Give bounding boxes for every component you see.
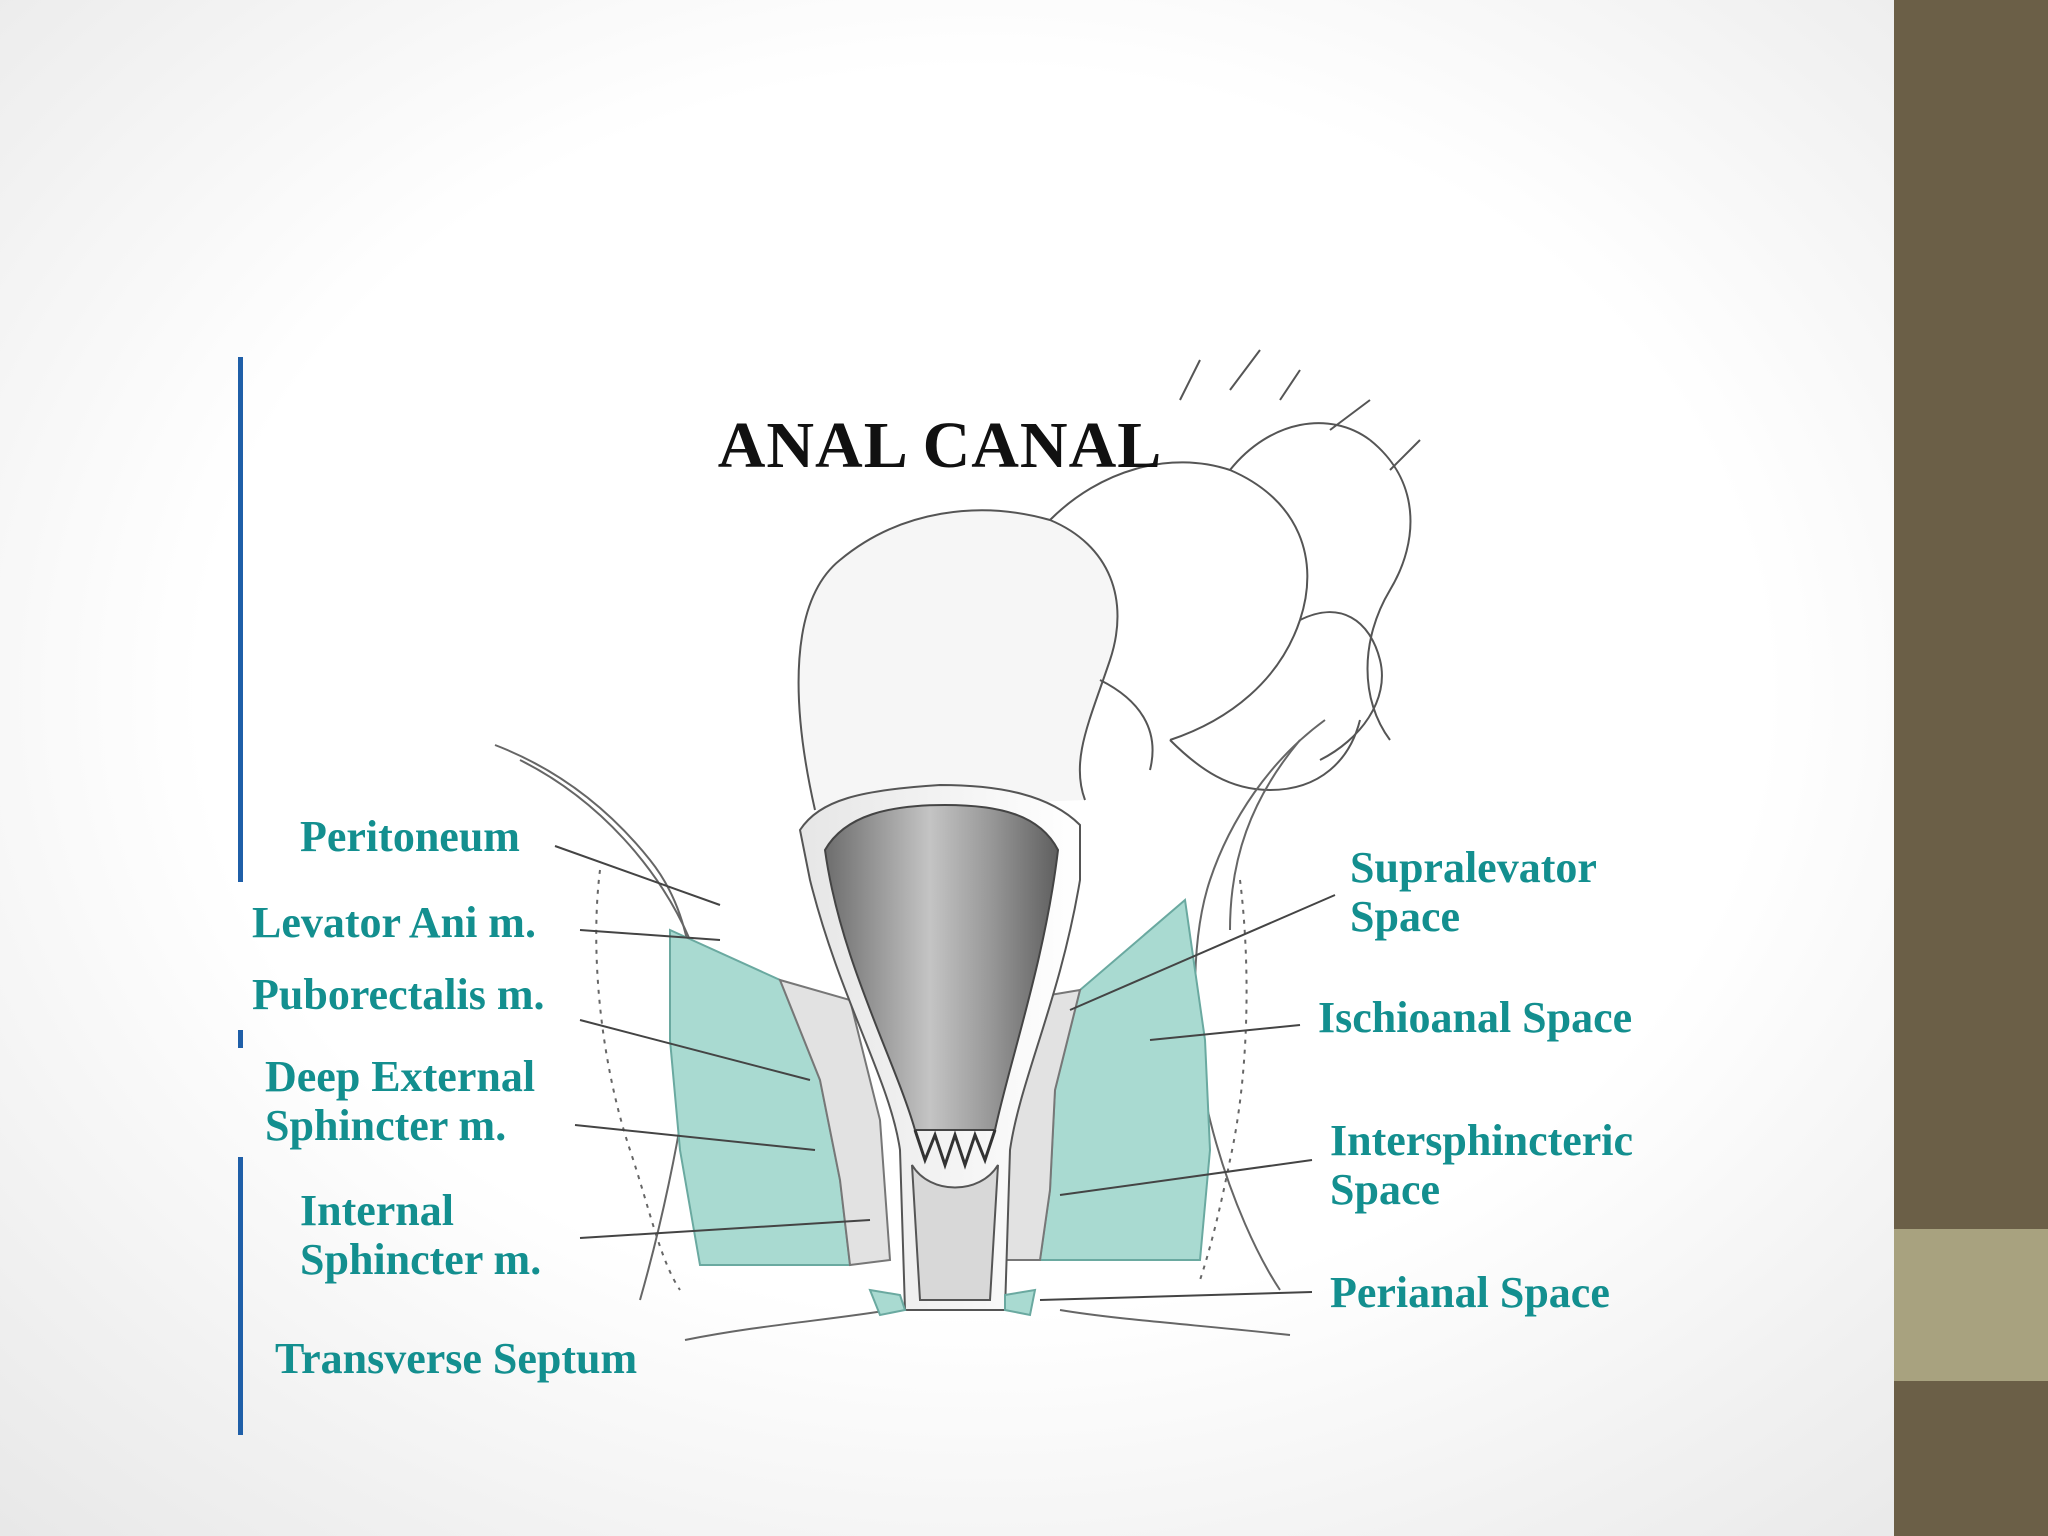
label-internal-line1: Internal bbox=[300, 1186, 454, 1235]
left-perianal-fill bbox=[868, 1288, 907, 1317]
label-levator-ani: Levator Ani m. bbox=[252, 898, 536, 947]
left-rule-mark bbox=[238, 1030, 243, 1048]
right-ischioanal-fill bbox=[1038, 898, 1212, 1261]
label-transverse-septum: Transverse Septum bbox=[275, 1334, 638, 1383]
label-intersphincteric-space: Intersphincteric Space bbox=[1330, 1116, 1633, 1214]
label-supralevator-line2: Space bbox=[1350, 892, 1460, 941]
rectum-sigmoid bbox=[797, 349, 1421, 811]
label-deep-external-line1: Deep External bbox=[265, 1052, 536, 1101]
label-puborectalis: Puborectalis m. bbox=[252, 970, 545, 1019]
right-perianal-fill bbox=[1004, 1288, 1037, 1317]
label-peritoneum: Peritoneum bbox=[300, 812, 520, 861]
diagram-title: ANAL CANAL bbox=[717, 409, 1163, 482]
rectal-lumen bbox=[823, 803, 1060, 1131]
left-rule-top bbox=[238, 357, 243, 882]
label-deep-external-line2: Sphincter m. bbox=[265, 1101, 507, 1150]
label-supralevator-line1: Supralevator bbox=[1350, 843, 1597, 892]
label-internal-line2: Sphincter m. bbox=[300, 1235, 542, 1284]
label-internal-sphincter: Internal Sphincter m. bbox=[300, 1186, 541, 1284]
label-intersphincteric-line1: Intersphincteric bbox=[1330, 1116, 1634, 1165]
slide-side-accent bbox=[1894, 1229, 2048, 1381]
left-rule-bottom bbox=[238, 1157, 243, 1435]
leader-lines bbox=[554, 845, 1336, 1301]
label-intersphincteric-line2: Space bbox=[1330, 1165, 1440, 1214]
label-ischioanal-space: Ischioanal Space bbox=[1318, 993, 1633, 1042]
label-deep-external-sphincter: Deep External Sphincter m. bbox=[265, 1052, 535, 1150]
label-perianal-space: Perianal Space bbox=[1330, 1268, 1610, 1317]
label-supralevator-space: Supralevator Space bbox=[1350, 843, 1597, 941]
anal-canal-lumen bbox=[911, 1164, 999, 1301]
anal-columns bbox=[913, 1129, 997, 1170]
